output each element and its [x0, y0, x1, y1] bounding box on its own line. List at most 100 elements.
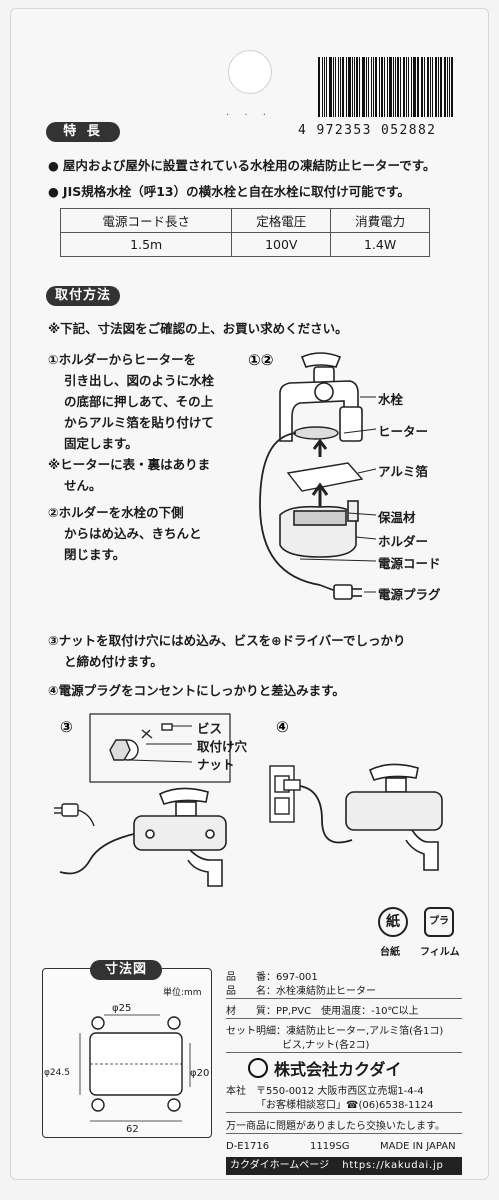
barcode-bar [411, 57, 413, 117]
homepage-bar: カクダイホームページ https://kakudai.jp [226, 1157, 462, 1175]
label-screw: ビス [197, 721, 223, 736]
barcode [318, 57, 458, 123]
note-1: ※ヒーターに表・裏はありま せん。 [48, 457, 211, 493]
cord-line [59, 833, 135, 875]
address: 本社 〒550-0012 大阪市西区立売堀1-4-4 [226, 1086, 424, 1097]
figure-4: ④ [269, 718, 443, 871]
step-4: ④電源プラグをコンセントにしっかりと差込みます。 [48, 683, 345, 698]
barcode-bar [397, 57, 399, 117]
label-insulation: 保温材 [378, 510, 416, 525]
barcode-number: 4 972353 052882 [298, 123, 437, 138]
features-tag: 特 長 [46, 122, 120, 142]
barcode-bar [334, 57, 336, 117]
product-row: セット明細：凍結防止ヒーター,アルミ箔(各1コ) [226, 1026, 444, 1037]
barcode-bar [329, 57, 332, 117]
barcode-bar [448, 57, 450, 117]
kakudai-logo-icon [248, 1058, 268, 1078]
cord-line [299, 785, 353, 844]
arrow-up-icon [311, 482, 329, 509]
made-in: MADE IN JAPAN [380, 1141, 456, 1152]
barcode-bar [371, 57, 372, 117]
lot-code: 1119SG [310, 1141, 350, 1152]
barcode-bar [434, 57, 438, 117]
barcode-bar [451, 57, 454, 117]
dimension-top: φ25 [112, 1003, 132, 1014]
cord-line [259, 432, 321, 586]
dimension-drawing [79, 1014, 191, 1122]
detail-parts-icon [109, 723, 173, 761]
label-foil: アルミ箔 [378, 464, 428, 479]
step-3: ③ナットを取付け穴にはめ込み、ビスを⊕ドライバーでしっかり と締め付けます。 [48, 633, 406, 669]
label-holder: ホルダー [378, 534, 429, 549]
dimension-bottom: 62 [126, 1124, 139, 1135]
install-tag: 取付方法 [46, 286, 120, 306]
barcode-bar [318, 57, 320, 117]
barcode-bar [400, 57, 401, 117]
barcode-bar [392, 57, 394, 117]
figure-1-2-number: ①② [248, 351, 273, 369]
homepage-link[interactable]: https://kakudai.jp [342, 1160, 444, 1171]
barcode-bar [387, 57, 388, 117]
barcode-bar [325, 57, 328, 117]
dimension-tag: 寸法図 [90, 960, 162, 980]
plastic-recycle-label: フィルム [420, 947, 460, 958]
barcode-bar [429, 57, 431, 117]
barcode-bar [342, 57, 344, 117]
barcode-bar [408, 57, 410, 117]
install-notice: ※下記、寸法図をご確認の上、お買い求めください。 [48, 321, 348, 336]
label-cord: 電源コード [378, 556, 441, 571]
barcode-bar [395, 57, 397, 117]
recycle-marks: 紙 プラ 台紙 フィルム [372, 907, 472, 967]
barcode-bar [405, 57, 408, 117]
label-heater: ヒーター [378, 424, 429, 439]
barcode-bar [359, 57, 360, 117]
barcode-bar [346, 57, 347, 117]
barcode-bar [378, 57, 381, 117]
paper-recycle-label: 台紙 [380, 947, 400, 958]
paper-recycle-icon: 紙 [378, 907, 408, 937]
product-code: D-E1716 [226, 1141, 270, 1152]
feature-item-1: ●屋内および屋外に設置されている水栓用の凍結防止ヒーターです。 [48, 158, 436, 173]
barcode-bar [424, 57, 426, 117]
detail-box [89, 713, 231, 783]
barcode-bar [443, 57, 446, 117]
label-faucet: 水栓 [378, 392, 404, 407]
step-2: ②ホルダーを水栓の下側 からはめ込み、きちんと 閉じます。 [48, 505, 202, 562]
exchange-note: 万一商品に問題がありましたら交換いたします。 [226, 1121, 445, 1132]
spec-value: 1.5m [59, 232, 233, 257]
hole-dots: · · · [226, 110, 272, 121]
barcode-bar [365, 57, 368, 117]
barcode-bar [422, 57, 424, 117]
product-row: 品 名：水栓凍結防止ヒーター [226, 986, 376, 997]
barcode-bar [388, 57, 392, 117]
label-mount-hole: 取付け穴 [197, 739, 248, 754]
figure-1-2: ①② [248, 351, 377, 600]
barcode-bar [440, 57, 442, 117]
product-row: ビス,ナット(各2コ) [282, 1040, 370, 1051]
faucet-assembly-icon [133, 787, 227, 887]
spec-value: 1.4W [330, 232, 430, 257]
holder-icon [279, 500, 359, 558]
barcode-bar [427, 57, 429, 117]
barcode-bar [373, 57, 374, 117]
barcode-bar [381, 57, 384, 117]
spec-value: 100V [231, 232, 332, 257]
dimension-right: φ20 [190, 1068, 210, 1079]
heater-icon [293, 426, 339, 440]
plug-icon [54, 803, 95, 827]
figure-3: ③ [54, 713, 231, 887]
faucet-assembly-icon [345, 763, 443, 871]
barcode-bar [356, 57, 358, 117]
spec-table: 電源コード長さ 定格電圧 消費電力 1.5m 100V 1.4W [59, 208, 430, 257]
barcode-bar [416, 57, 419, 117]
tel: 「お客様相談窓口」☎(06)6538-1124 [256, 1100, 434, 1111]
spec-header: 定格電圧 [231, 208, 332, 233]
barcode-bar [332, 57, 334, 117]
barcode-bar [374, 57, 377, 117]
barcode-bar [339, 57, 342, 117]
dimension-left: φ24.5 [44, 1068, 70, 1078]
feature-item-2: ●JIS規格水栓（呼13）の横水栓と自在水栓に取付け可能です。 [48, 184, 410, 199]
company-logo: 株式会社カクダイ [248, 1056, 401, 1080]
plug-icon [319, 584, 362, 600]
faucet-icon [279, 352, 363, 442]
